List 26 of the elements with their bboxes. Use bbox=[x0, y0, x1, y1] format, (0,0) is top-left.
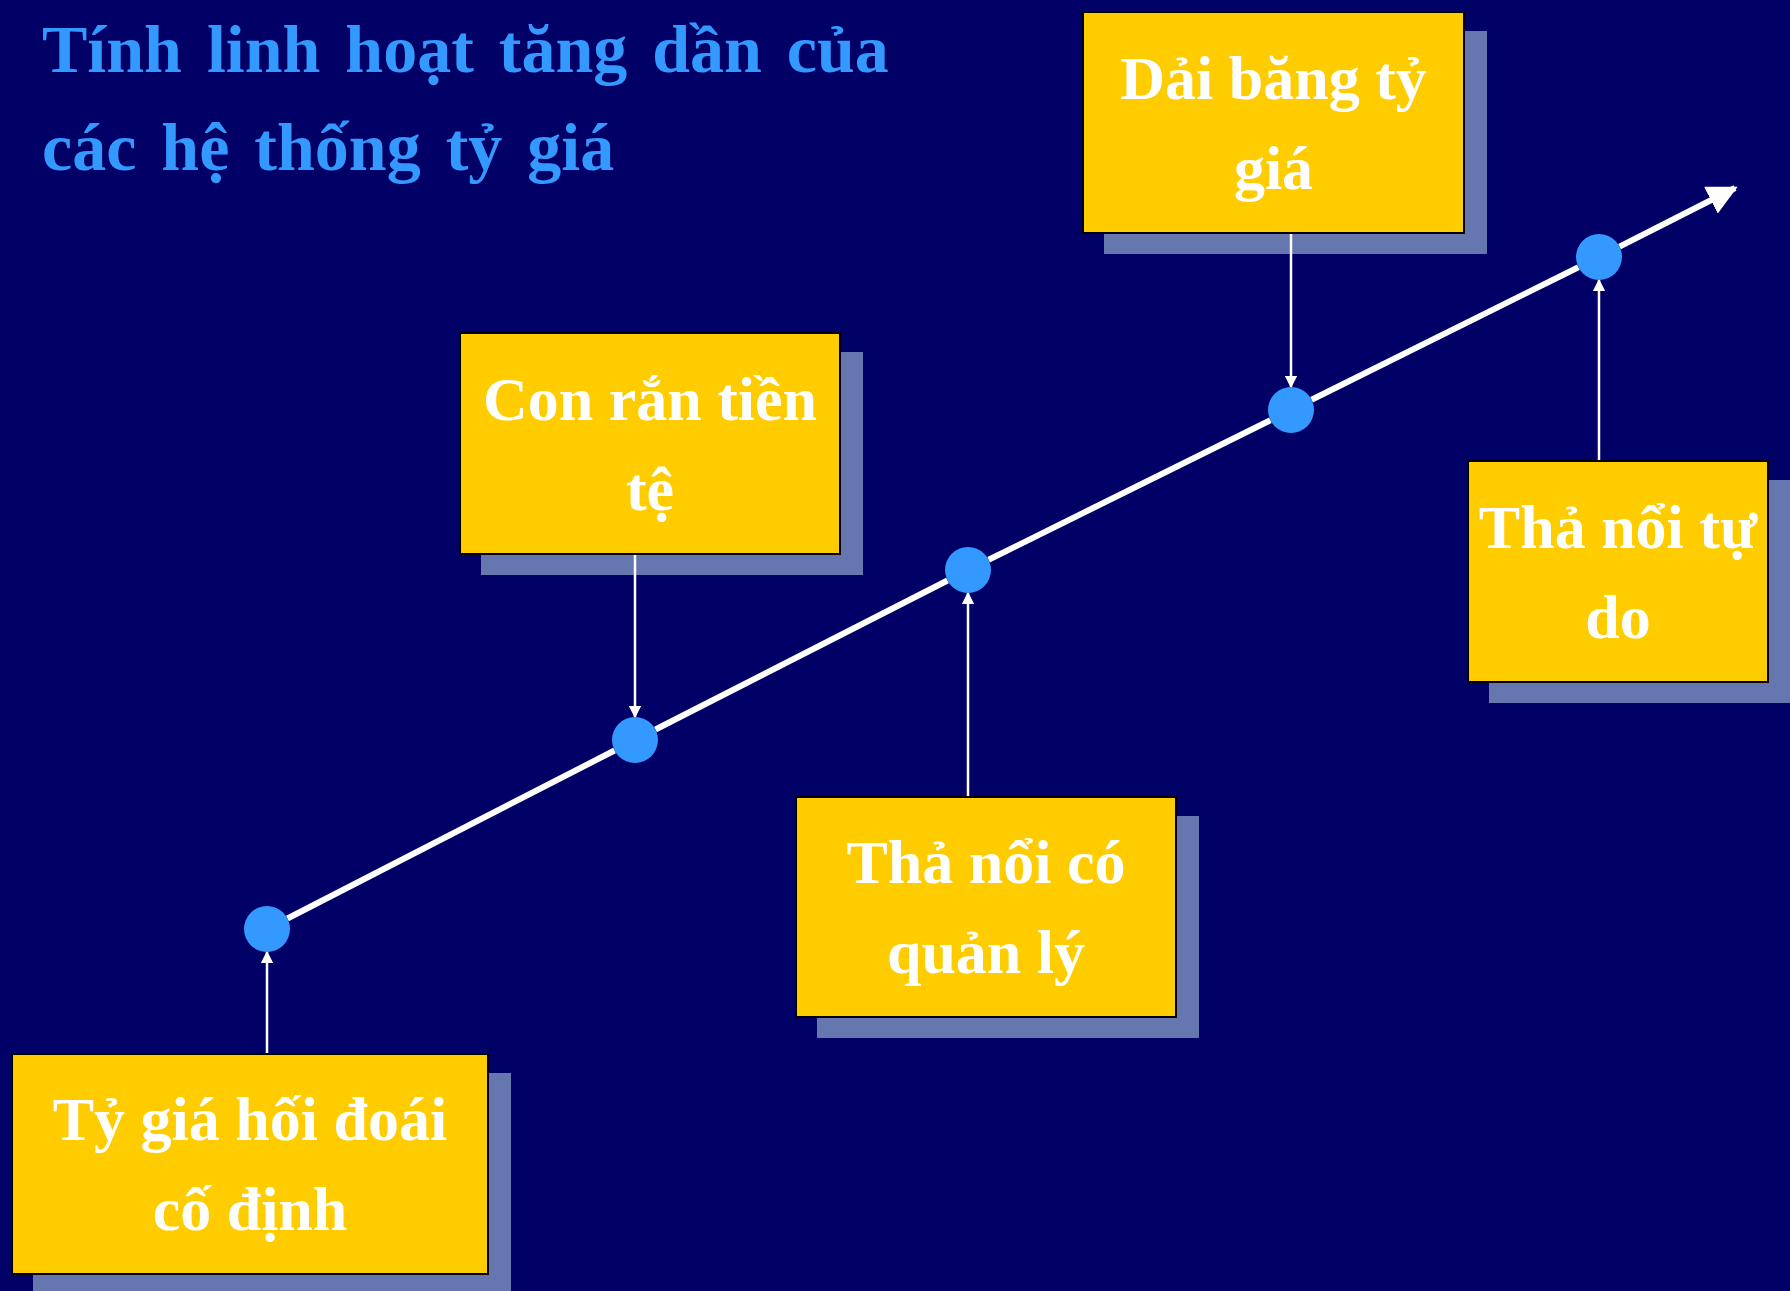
trend-line bbox=[654, 577, 949, 733]
point-marker bbox=[945, 547, 991, 593]
box-label: Thả nổi tự do bbox=[1477, 491, 1759, 653]
trend-line bbox=[1310, 264, 1580, 403]
point-marker bbox=[612, 717, 658, 763]
point-marker bbox=[1576, 234, 1622, 280]
arrow bbox=[961, 591, 975, 796]
point-marker bbox=[244, 906, 290, 952]
trend-line bbox=[1618, 185, 1738, 250]
box-label: Con rắn tiền tệ bbox=[481, 363, 819, 525]
label-box bbox=[11, 1053, 489, 1275]
box-label: Thả nổi có quản lý bbox=[845, 827, 1127, 988]
arrow bbox=[628, 555, 642, 719]
box-label: Tỷ giá hối đoái cố định bbox=[51, 1084, 449, 1245]
title: Tính linh hoạt tăng dần của các hệ thống tỷ giá bbox=[42, 10, 890, 187]
trend-line bbox=[286, 747, 616, 922]
trend-line bbox=[987, 417, 1272, 563]
label-box bbox=[1082, 11, 1465, 234]
arrow bbox=[1592, 278, 1606, 460]
label-box bbox=[459, 332, 841, 555]
point-marker bbox=[1268, 387, 1314, 433]
box-label: Dải băng tỷ giá bbox=[1119, 42, 1428, 204]
label-box bbox=[1467, 460, 1769, 683]
arrow bbox=[1284, 234, 1298, 389]
label-box bbox=[795, 796, 1177, 1018]
arrow bbox=[260, 950, 274, 1053]
